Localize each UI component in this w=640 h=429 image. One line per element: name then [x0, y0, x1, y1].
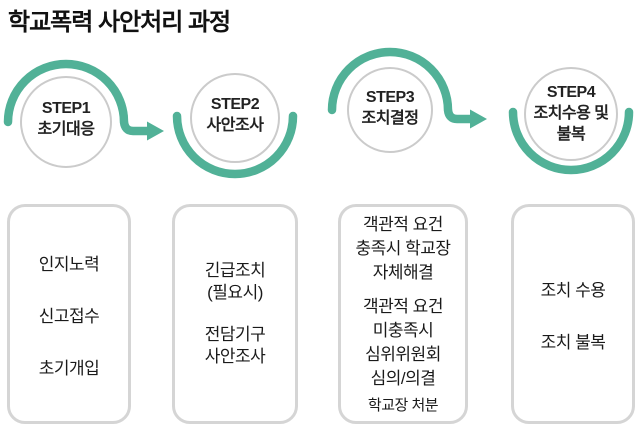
step4-name-line2: 불복: [556, 126, 586, 143]
step2-item: 전담기구: [204, 325, 266, 344]
step3-item: 객관적 요건: [363, 296, 443, 316]
step2-label: STEP2 사안조사: [173, 94, 297, 136]
step2-item-group: 전담기구 사안조사: [205, 324, 266, 368]
step3-name: 조치결정: [361, 110, 419, 127]
step4-name: 조치수용 및: [533, 105, 609, 122]
step3-detail-box: 객관적 요건 충족시 학교장 자체해결 객관적 요건 미충족시 심위위원회 심의…: [338, 204, 468, 424]
step3-label: STEP3 조치결정: [328, 87, 452, 129]
diagram-title: 학교폭력 사안처리 과정: [8, 9, 231, 36]
step2-item-note: (필요시): [207, 283, 263, 302]
committee-section: 객관적 요건 미충족시 심위위원회 심의/의결: [363, 295, 443, 391]
principal-disposition-note: 학교장 처분: [367, 396, 439, 414]
step1-name: 초기대응: [37, 121, 95, 138]
step3-item: 충족시 학교장: [355, 238, 451, 258]
step3-item: 객관적 요건: [363, 214, 443, 234]
step1-number: STEP1: [41, 100, 91, 117]
step4-number: STEP4: [546, 84, 596, 101]
step2-item: 사안조사: [204, 347, 266, 366]
arrow-step3-to-step4-icon: [470, 109, 487, 129]
step1-item: 초기개입: [38, 358, 100, 378]
step1-item: 인지노력: [38, 254, 100, 274]
step2-name: 사안조사: [206, 117, 264, 134]
step4-label: STEP4 조치수용 및 불복: [509, 82, 633, 145]
step4-item: 조치 불복: [540, 332, 606, 352]
step2-number: STEP2: [210, 96, 260, 113]
step2-item-group: 긴급조치 (필요시): [205, 260, 266, 304]
step3-item: 미충족시: [372, 320, 434, 340]
step3-item: 심의/의결: [370, 368, 436, 388]
step3-item: 심위위원회: [365, 344, 441, 364]
arrow-step1-to-step2-icon: [147, 121, 164, 141]
step1-detail-box: 인지노력 신고접수 초기개입: [7, 204, 131, 424]
step2-item: 긴급조치: [204, 261, 266, 280]
step1-item: 신고접수: [38, 306, 100, 326]
step1-label: STEP1 초기대응: [4, 98, 128, 140]
step4-detail-box: 조치 수용 조치 불복: [511, 204, 635, 424]
step3-item: 자체해결: [372, 262, 434, 282]
self-resolution-section: 객관적 요건 충족시 학교장 자체해결: [355, 213, 451, 285]
step3-number: STEP3: [365, 89, 415, 106]
step4-item: 조치 수용: [540, 280, 606, 300]
step2-detail-box: 긴급조치 (필요시) 전담기구 사안조사: [172, 204, 298, 424]
